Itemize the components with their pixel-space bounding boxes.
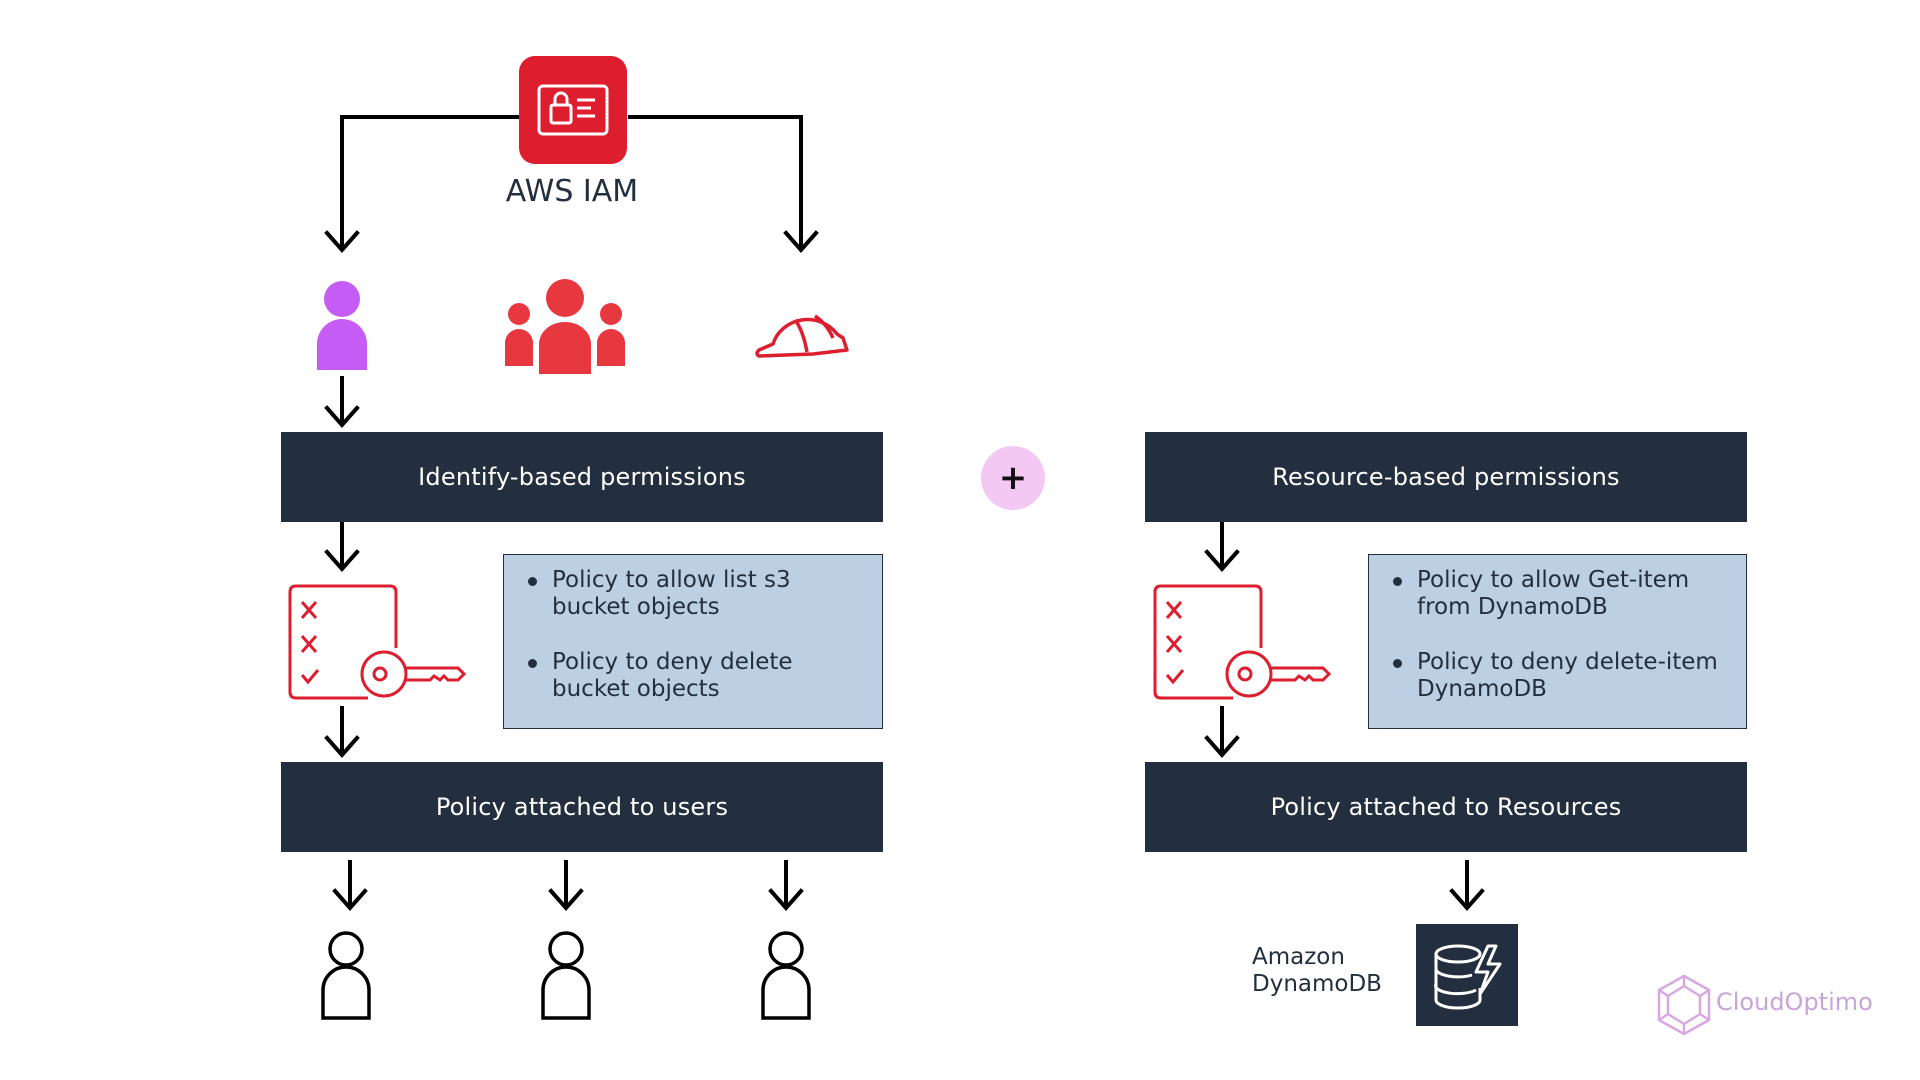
dynamodb-label-line1: Amazon xyxy=(1252,944,1345,970)
identity-policy-footer: Policy attached to users xyxy=(281,762,883,852)
identity-policy-list: Policy to allow list s3 bucket objects P… xyxy=(503,554,883,729)
policy-item: Policy to allow Get-item from DynamoDB xyxy=(1393,567,1726,621)
iam-icon xyxy=(519,56,627,164)
policy-item: Policy to deny delete bucket objects xyxy=(528,649,862,703)
dynamodb-label: Amazon DynamoDB xyxy=(1252,944,1382,998)
policy-item: Policy to deny delete-item DynamoDB xyxy=(1393,649,1726,703)
cloudoptimo-logo xyxy=(1657,974,1711,1036)
role-helmet-icon xyxy=(755,314,849,358)
user-icon xyxy=(541,931,591,1020)
group-icon xyxy=(505,279,625,374)
key-icon xyxy=(360,650,467,698)
watermark-text: CloudOptimo xyxy=(1716,988,1873,1016)
dynamodb-label-line2: DynamoDB xyxy=(1252,971,1382,997)
user-icon xyxy=(321,931,371,1020)
resource-policy-list: Policy to allow Get-item from DynamoDB P… xyxy=(1368,554,1747,729)
user-icon xyxy=(761,931,811,1020)
dynamodb-icon xyxy=(1416,924,1518,1026)
resource-permissions-header: Resource-based permissions xyxy=(1145,432,1747,522)
key-icon xyxy=(1225,650,1332,698)
iam-label: AWS IAM xyxy=(505,174,639,209)
identity-permissions-header: Identify-based permissions xyxy=(281,432,883,522)
policy-item: Policy to allow list s3 bucket objects xyxy=(528,567,862,621)
policy-checklist-icon xyxy=(288,584,467,700)
plus-icon: + xyxy=(981,446,1045,510)
user-icon xyxy=(317,281,367,370)
resource-policy-footer: Policy attached to Resources xyxy=(1145,762,1747,852)
policy-checklist-icon xyxy=(1153,584,1332,700)
